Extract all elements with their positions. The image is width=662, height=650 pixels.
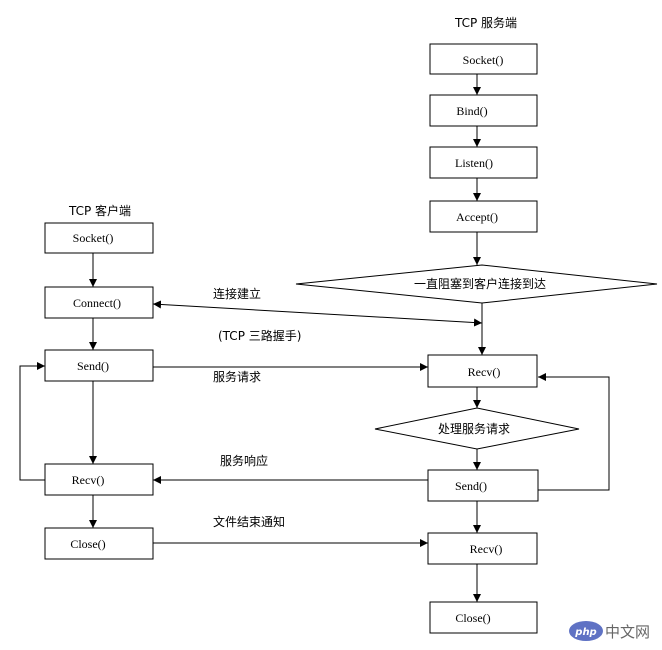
server-node-socket: Socket() xyxy=(429,43,538,75)
server-title: TCP 服务端 xyxy=(454,15,517,30)
label-establish: 连接建立 xyxy=(213,286,261,301)
watermark: php 中文网 xyxy=(569,621,650,641)
edge-client-loop xyxy=(19,362,45,481)
server-bind-label: Bind() xyxy=(456,104,487,118)
client-socket-label: Socket() xyxy=(73,231,114,245)
client-node-recv: Recv() xyxy=(44,463,154,496)
server-node-send: Send() xyxy=(427,469,539,502)
server-recv1-label: Recv() xyxy=(468,365,501,379)
server-block-label: 一直阻塞到客户连接到达 xyxy=(414,276,546,291)
watermark-badge-text: php xyxy=(574,627,596,638)
client-node-close: Close() xyxy=(44,527,154,560)
server-node-listen: Listen() xyxy=(429,146,538,179)
watermark-badge xyxy=(569,621,603,641)
server-listen-label: Listen() xyxy=(455,156,493,170)
label-response: 服务响应 xyxy=(220,453,268,468)
server-socket-label: Socket() xyxy=(463,53,504,67)
watermark-text: 中文网 xyxy=(605,623,650,641)
edge-connection-establish xyxy=(152,300,483,327)
client-title: TCP 客户端 xyxy=(68,203,131,218)
server-node-close: Close() xyxy=(429,601,538,634)
edge-server-loop xyxy=(538,373,610,491)
server-node-recv1: Recv() xyxy=(427,354,538,388)
client-close-label: Close() xyxy=(70,537,105,551)
client-node-send: Send() xyxy=(44,349,154,382)
server-recv2-label: Recv() xyxy=(470,542,503,556)
client-node-socket: Socket() xyxy=(44,222,154,254)
server-node-accept: Accept() xyxy=(429,200,538,233)
client-send-label: Send() xyxy=(77,359,109,373)
server-process-label: 处理服务请求 xyxy=(438,421,510,436)
client-recv-label: Recv() xyxy=(72,473,105,487)
server-send-label: Send() xyxy=(455,479,487,493)
server-accept-label: Accept() xyxy=(456,210,498,224)
label-handshake: (TCP 三路握手) xyxy=(218,328,301,343)
client-connect-label: Connect() xyxy=(73,296,121,310)
server-node-bind: Bind() xyxy=(429,94,538,127)
label-request: 服务请求 xyxy=(213,369,261,384)
server-node-recv2: Recv() xyxy=(427,532,538,565)
server-close-label: Close() xyxy=(455,611,490,625)
client-node-connect: Connect() xyxy=(44,286,154,319)
server-node-process: 处理服务请求 xyxy=(374,407,580,450)
label-end-notify: 文件结束通知 xyxy=(213,514,285,529)
server-node-block: 一直阻塞到客户连接到达 xyxy=(295,264,658,304)
